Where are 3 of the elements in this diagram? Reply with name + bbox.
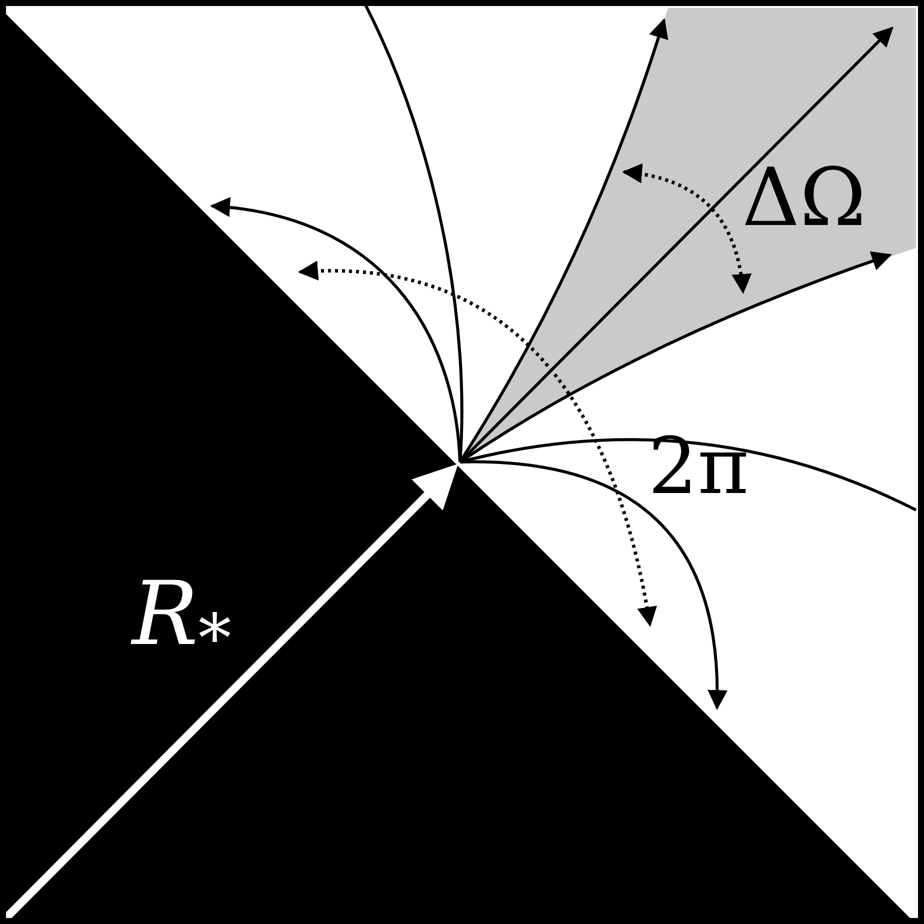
math-label: ΔΩ	[742, 158, 866, 238]
math-label: 2π	[648, 428, 749, 506]
math-label: R$_{*}$	[132, 570, 232, 658]
